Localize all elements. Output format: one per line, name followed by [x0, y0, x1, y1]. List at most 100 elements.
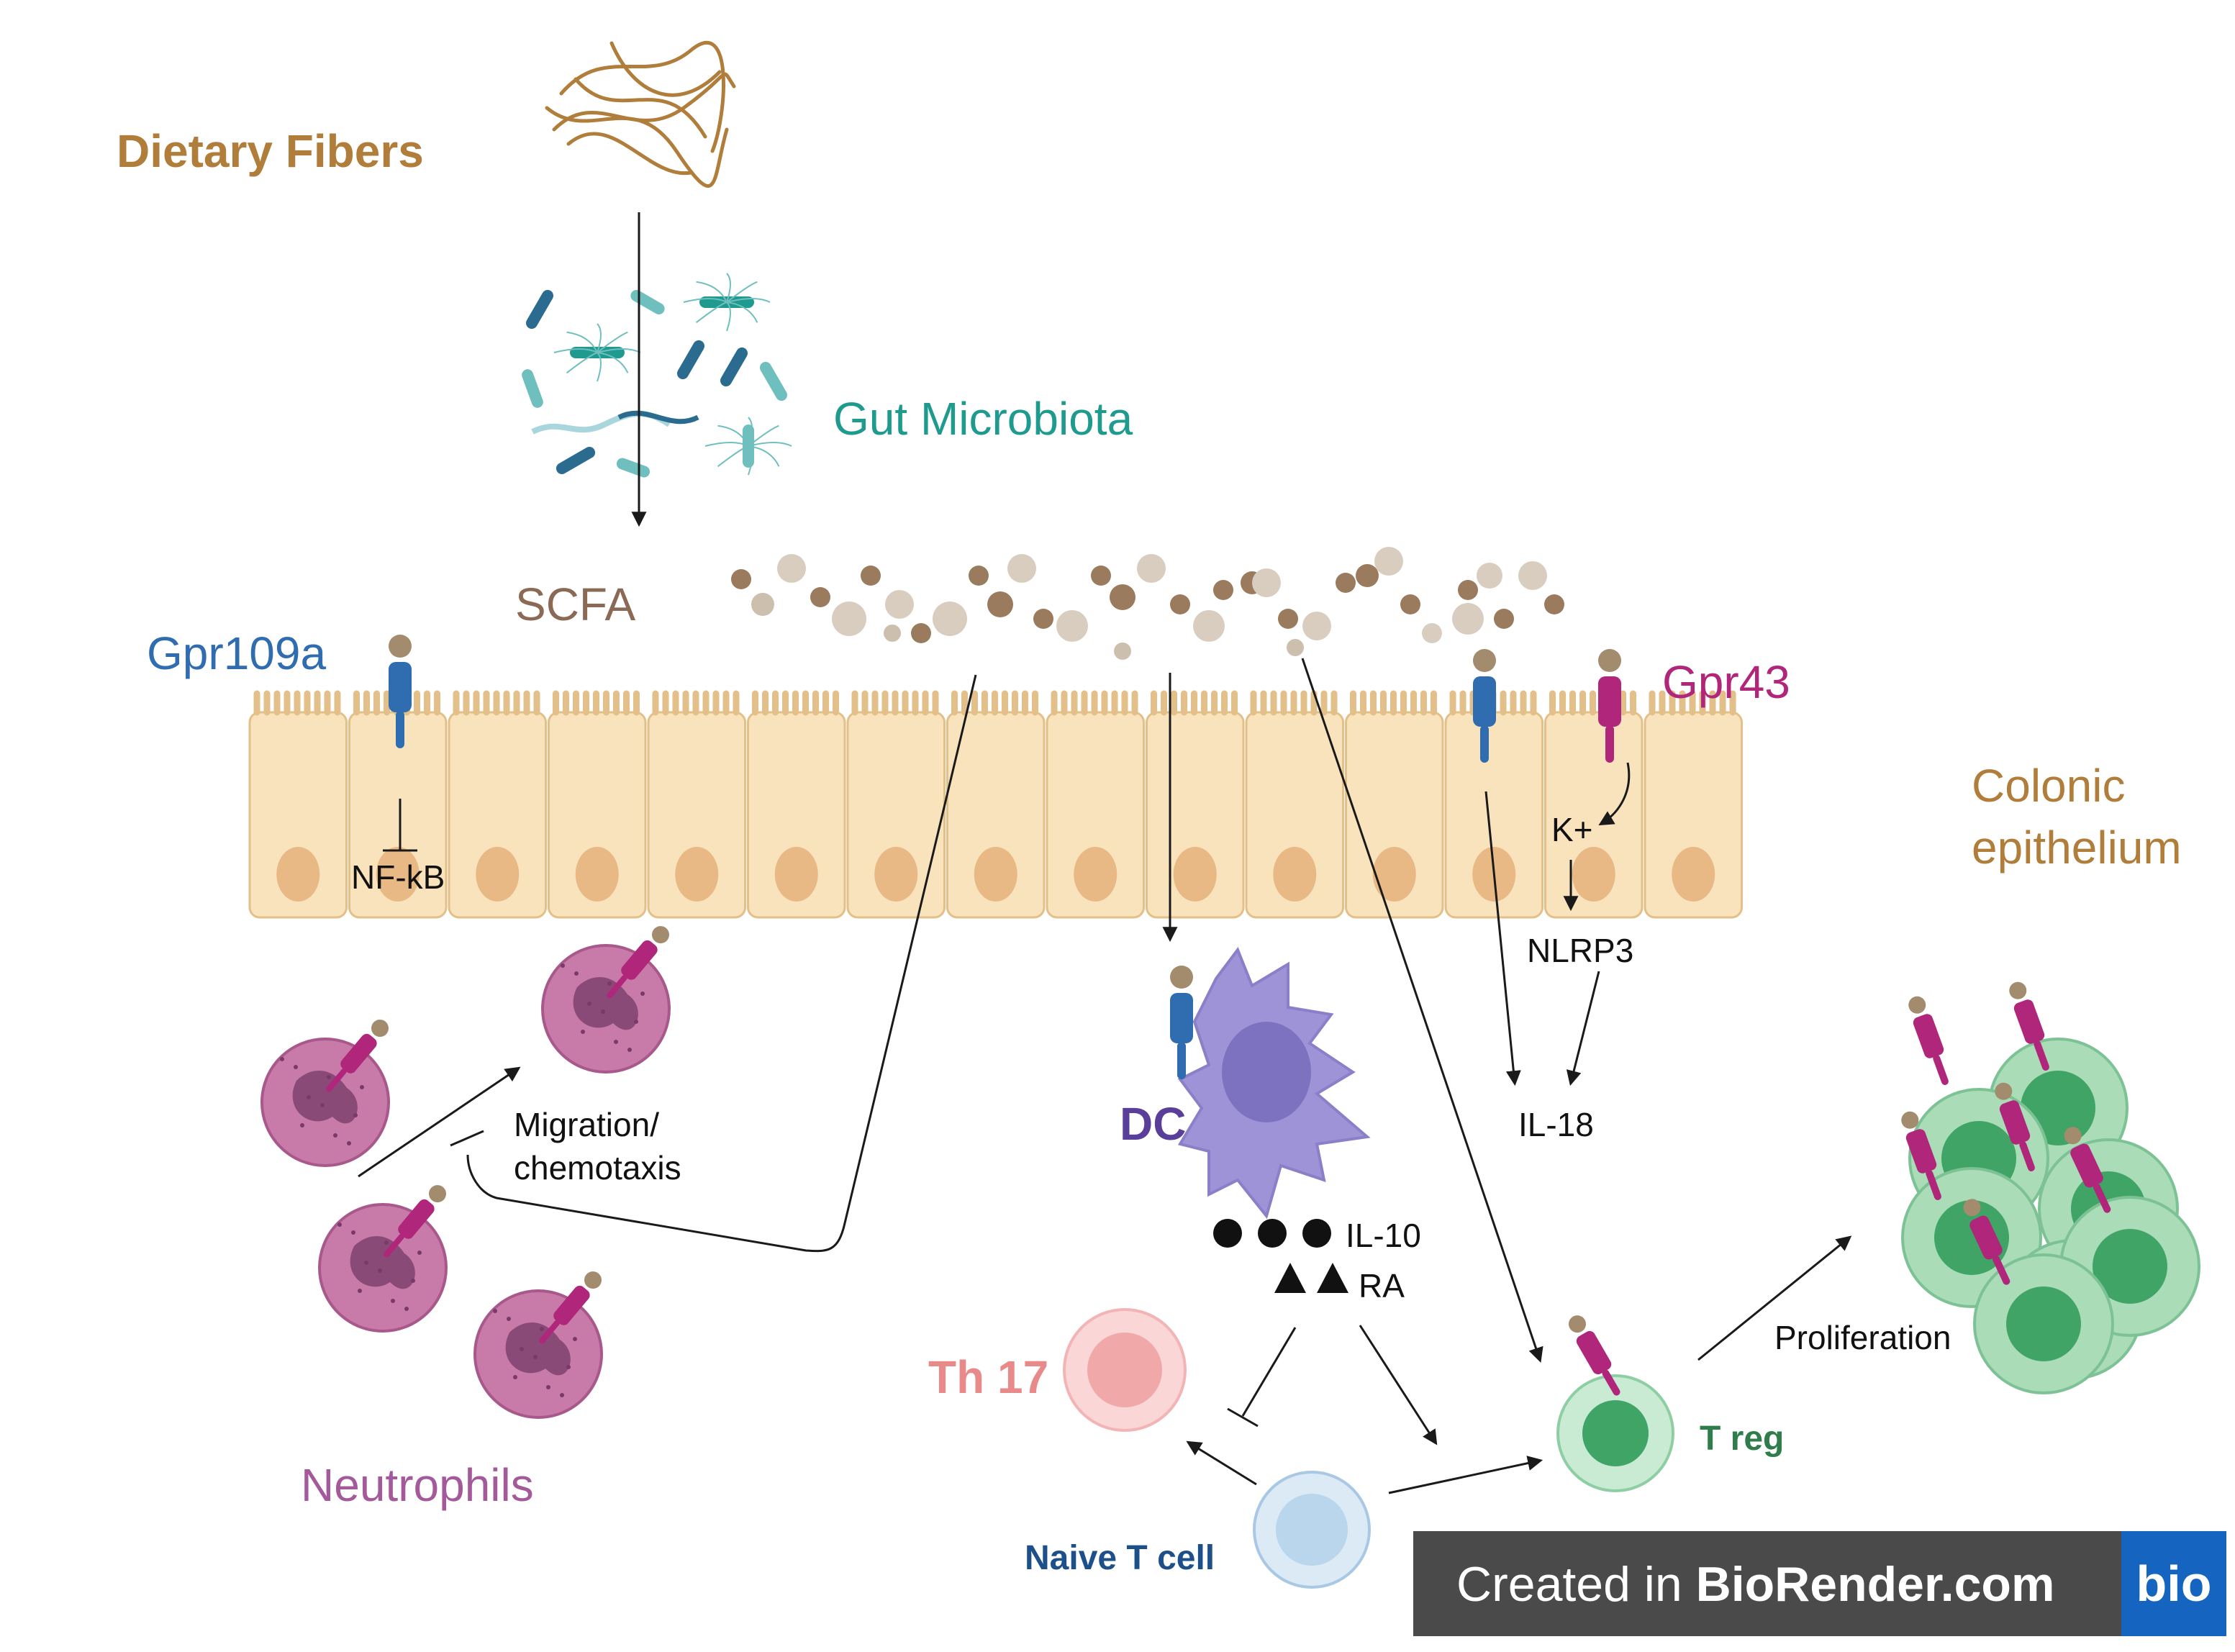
granule	[320, 1103, 325, 1107]
scfa-particle	[1278, 609, 1298, 629]
receptor-stalk	[1177, 1042, 1186, 1079]
chemotaxis-label: chemotaxis	[514, 1149, 681, 1186]
scfa-particle	[1400, 594, 1420, 614]
scfa-particle	[1336, 573, 1356, 593]
receptor-stalk	[539, 1320, 560, 1344]
ligand	[1995, 1082, 2013, 1100]
flagellum	[748, 445, 753, 476]
granule	[581, 1030, 585, 1034]
scfa-particle	[1170, 594, 1190, 614]
gpr43-receptor-icon	[607, 926, 669, 999]
granule	[520, 1347, 524, 1351]
dietary-fibers-label: Dietary Fibers	[117, 125, 424, 177]
il10-molecule-icon	[1302, 1219, 1331, 1248]
flagellum	[726, 281, 758, 303]
scfa-particle	[1356, 564, 1379, 587]
scfa-particle	[1213, 580, 1233, 600]
receptor-body	[621, 940, 658, 980]
granule	[627, 1048, 632, 1052]
microvilli	[951, 690, 1038, 716]
treg-nucleus	[2093, 1229, 2167, 1304]
bacterium-icon	[616, 458, 650, 478]
granule	[634, 1020, 638, 1024]
gpr109a-receptor-icon	[1170, 966, 1193, 1079]
granule	[561, 963, 565, 968]
scfa-particle	[1110, 584, 1135, 610]
granule	[640, 991, 645, 996]
receptor-stalk	[396, 711, 404, 748]
microvilli	[553, 690, 640, 716]
th17-inhibition-bar	[1227, 1407, 1259, 1428]
neutrophils-label: Neutrophils	[301, 1459, 534, 1511]
neutrophil-cell-3	[318, 1185, 448, 1333]
granule	[333, 1133, 337, 1138]
ligand	[1569, 1315, 1586, 1333]
cell-nucleus	[675, 847, 719, 902]
receptor-stalk	[1992, 1255, 2010, 1285]
ligand	[428, 1185, 446, 1203]
gpr43-receptor-icon	[384, 1185, 446, 1258]
receptor-body	[1999, 1100, 2031, 1145]
epithelium-label: epithelium	[1972, 822, 2182, 873]
receptor-body	[1905, 1129, 1937, 1174]
gpr43-receptor-icon	[1598, 649, 1621, 763]
ligand	[2009, 981, 2027, 999]
gpr43-label: Gpr43	[1662, 656, 1790, 708]
flagellum	[717, 445, 749, 468]
flagellum	[553, 348, 598, 353]
ra-molecule-icon	[1274, 1263, 1306, 1293]
cell-nucleus	[276, 847, 320, 902]
flagellum	[748, 445, 780, 467]
receptor-body	[1473, 676, 1496, 727]
dendritic-cell-icon	[1177, 946, 1371, 1220]
colonic-epithelium	[248, 690, 1743, 919]
scfa-to-treg-arrow	[1301, 658, 1543, 1363]
receptor-stalk	[2093, 1183, 2111, 1213]
cytokines-to-treg-arrow	[1359, 1325, 1438, 1446]
spiral-bacterium-icon	[617, 410, 699, 425]
neutrophil-migration-arrow	[358, 1066, 521, 1178]
scfa-label: SCFA	[515, 578, 636, 630]
receptor-stalk	[384, 1233, 404, 1258]
granule	[353, 1113, 358, 1117]
gpr43-receptor-icon	[2064, 1127, 2111, 1213]
nlrp3-to-il18-arrow	[1566, 971, 1600, 1086]
cell-nucleus	[1074, 847, 1118, 902]
granule	[614, 1040, 618, 1044]
granule	[351, 1230, 355, 1235]
ligand	[1170, 966, 1193, 989]
bacterium-icon	[556, 447, 596, 474]
scfa-particle	[1114, 643, 1131, 660]
bacterium-icon	[720, 347, 748, 387]
granule	[294, 1065, 298, 1069]
badge-text: Created in BioRender.com	[1456, 1560, 2054, 1609]
scfa-particle	[1518, 561, 1547, 590]
scfa-particle	[1193, 610, 1225, 642]
fiber-strand	[566, 132, 693, 176]
il10-molecule-icon	[1258, 1219, 1287, 1248]
colonic-label: Colonic	[1972, 760, 2126, 812]
microvilli	[752, 690, 839, 716]
flagellum	[726, 301, 758, 323]
gpr43-receptor-icon	[1908, 996, 1949, 1085]
ligand	[1598, 649, 1621, 672]
badge-prefix: Created in	[1456, 1557, 1696, 1612]
scfa-particle	[1252, 568, 1281, 597]
receptor-body	[2070, 1143, 2103, 1188]
treg-label: T reg	[1700, 1420, 1785, 1458]
treg-nucleus	[2006, 1286, 2081, 1361]
scfa-particle	[884, 625, 901, 642]
gpr43-receptor-icon	[326, 1020, 389, 1092]
gpr43-to-kplus-arrow	[1598, 762, 1631, 826]
cell-nucleus	[575, 847, 619, 902]
ligand	[1473, 649, 1496, 672]
fiber-strand	[552, 72, 736, 132]
migration-inhibition-bar	[450, 1130, 484, 1147]
migration-label: Migration/	[514, 1106, 659, 1143]
gpr109a-label: Gpr109a	[147, 627, 327, 679]
granule	[404, 1307, 409, 1311]
granule	[391, 1299, 395, 1303]
granule	[417, 1251, 422, 1255]
